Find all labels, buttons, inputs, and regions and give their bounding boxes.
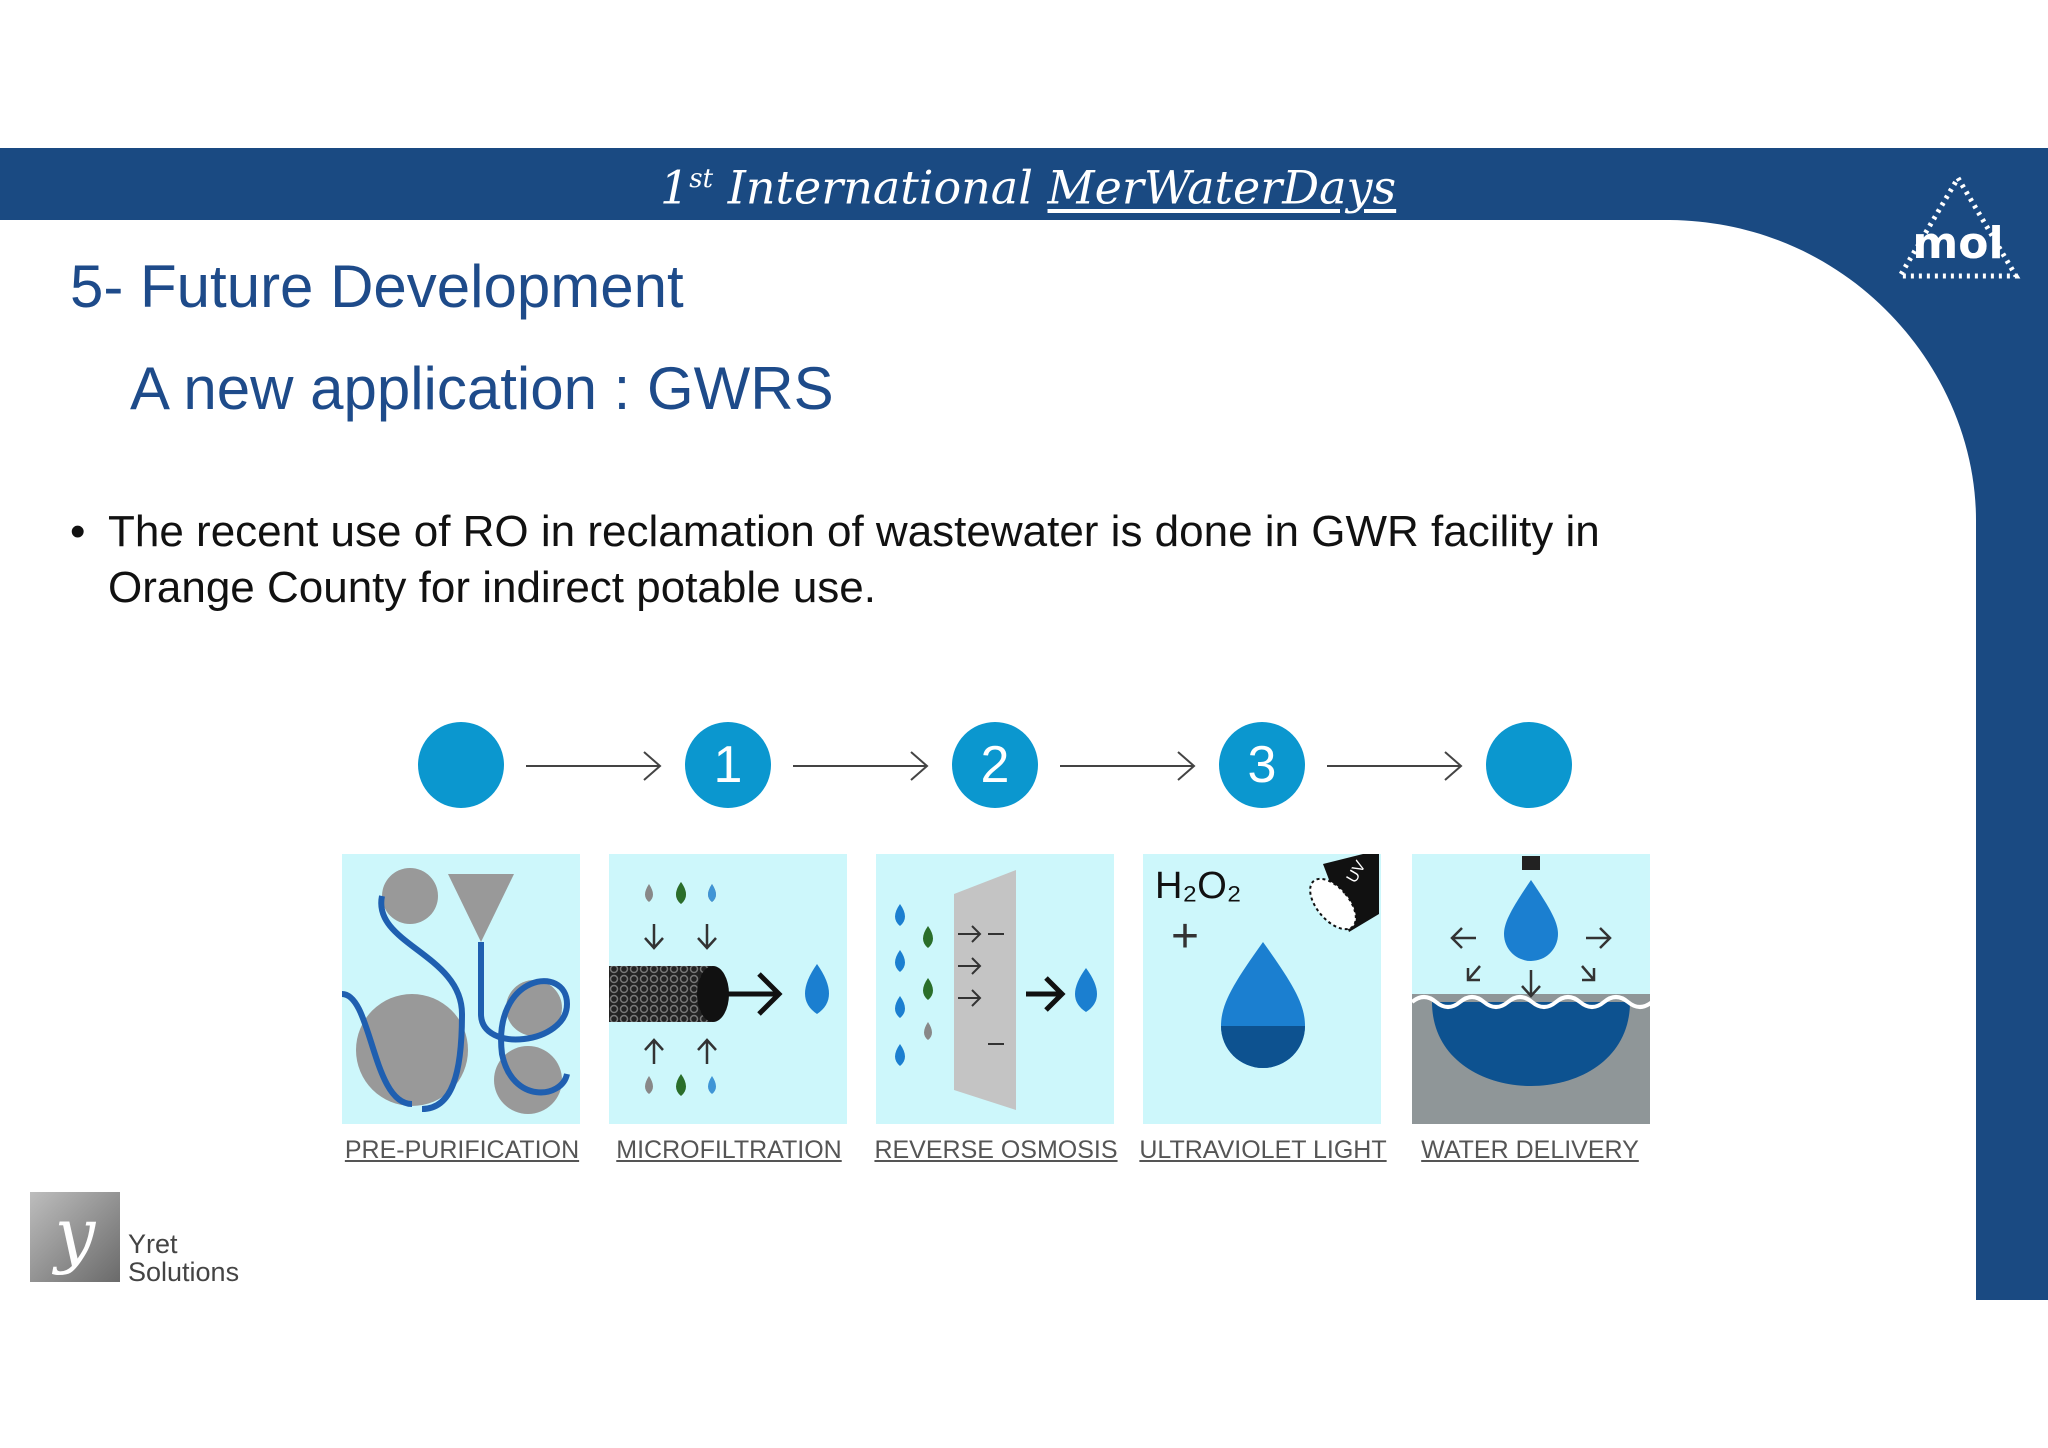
step-label-ultraviolet: ULTRAVIOLET LIGHT xyxy=(1139,1136,1387,1164)
step-label-pre-purification: PRE-PURIFICATION xyxy=(344,1136,580,1164)
flow-arrow-icon xyxy=(1327,751,1463,781)
step-circle-2: 2 xyxy=(952,722,1038,808)
conference-banner-title: 1st International MerWaterDays xyxy=(660,160,1397,215)
step-circle-delivery xyxy=(1486,722,1572,808)
gwrs-process-diagram: 1 2 3 xyxy=(340,700,1660,1170)
water-delivery-icon xyxy=(1412,854,1650,1124)
step-label-reverse-osmosis: REVERSE OSMOSIS xyxy=(874,1136,1118,1164)
yret-logo-icon: y xyxy=(30,1192,120,1282)
flow-arrow-icon xyxy=(526,751,662,781)
mol-logo-icon: mol xyxy=(1895,173,2021,279)
yret-name-line1: Yret xyxy=(128,1229,178,1259)
reverse-osmosis-icon xyxy=(876,854,1114,1124)
svg-text:+: + xyxy=(1171,910,1199,963)
pre-purification-icon xyxy=(342,854,580,1124)
yret-company-name: Yret Solutions xyxy=(128,1230,239,1286)
slide-subtitle: A new application : GWRS xyxy=(130,355,834,422)
step-circle-3: 3 xyxy=(1219,722,1305,808)
svg-text:H₂O₂: H₂O₂ xyxy=(1155,865,1242,907)
step-label-microfiltration: MICROFILTRATION xyxy=(616,1136,842,1164)
step-circle-pre xyxy=(418,722,504,808)
ultraviolet-icon: H₂O₂ + UV xyxy=(1143,854,1381,1124)
step-label-water-delivery: WATER DELIVERY xyxy=(1421,1136,1639,1164)
svg-text:mol: mol xyxy=(1912,218,2003,269)
step-circle-1: 1 xyxy=(685,722,771,808)
bullet-dot-icon: • xyxy=(70,507,86,556)
bullet-text: The recent use of RO in reclamation of w… xyxy=(108,507,1600,612)
slide-title: 5- Future Development xyxy=(70,253,684,320)
yret-name-line2: Solutions xyxy=(128,1257,240,1287)
flow-arrow-icon xyxy=(793,751,929,781)
flow-arrow-icon xyxy=(1060,751,1196,781)
microfiltration-icon xyxy=(609,854,847,1124)
